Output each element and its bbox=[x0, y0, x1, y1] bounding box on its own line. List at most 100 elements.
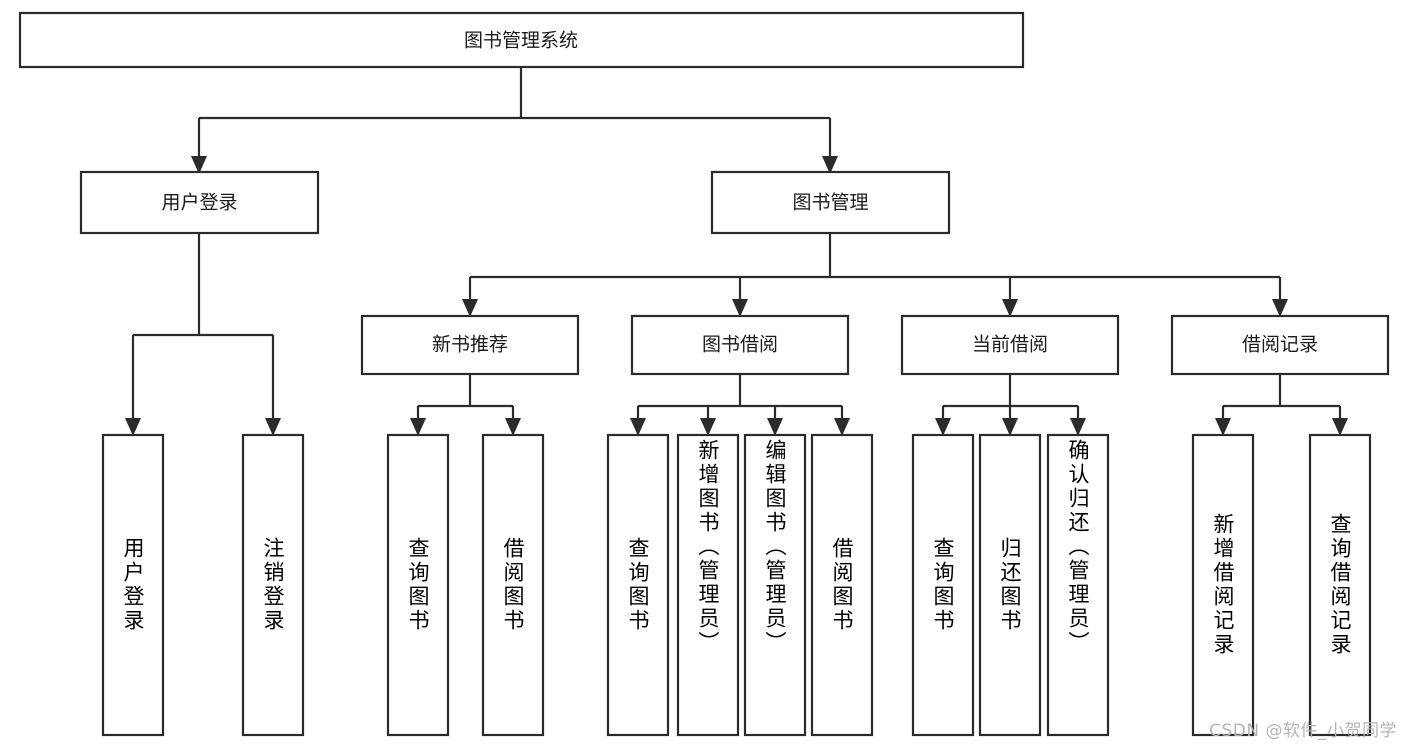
edge-bookmgmt-bus bbox=[468, 233, 1282, 303]
node-root-label: 图书管理系统 bbox=[464, 30, 578, 52]
arrow-current-to-leaf10 bbox=[1070, 418, 1086, 436]
leaf-add-book-label: 新增图书（管理员） bbox=[696, 439, 720, 655]
arrow-record-to-leaf11 bbox=[1215, 418, 1231, 436]
leaf-query-book-1-box[interactable] bbox=[386, 433, 450, 737]
node-book-borrow[interactable]: 图书借阅 bbox=[630, 314, 850, 376]
leaf-user-login-textwrap: 用户登录 bbox=[121, 537, 145, 633]
leaf-user-login-box[interactable] bbox=[101, 433, 165, 737]
leaf-borrow-book-2-box[interactable] bbox=[810, 433, 874, 737]
leaf-query-borrow-record-box[interactable] bbox=[1308, 433, 1372, 737]
leaf-query-book-2-box[interactable] bbox=[606, 433, 670, 737]
arrow-bookmgmt-to-record bbox=[1272, 299, 1288, 317]
leaf-query-borrow-record-textwrap: 查询借阅记录 bbox=[1328, 513, 1352, 657]
edge-userlogin-bus bbox=[131, 233, 275, 422]
node-book-management-box[interactable] bbox=[710, 170, 951, 235]
arrow-newbook-to-leaf3 bbox=[505, 418, 521, 436]
node-borrow-record-box[interactable] bbox=[1170, 314, 1390, 376]
arrow-borrow-to-leaf4 bbox=[630, 418, 646, 436]
leaf-query-book-3-label: 查询图书 bbox=[931, 537, 955, 633]
node-user-login[interactable]: 用户登录 bbox=[79, 170, 320, 235]
arrow-bookmgmt-to-newbook bbox=[462, 299, 478, 317]
leaf-node[interactable]: 新增图书（管理员） bbox=[676, 433, 740, 737]
arrow-root-to-user-login bbox=[191, 156, 207, 174]
arrow-current-to-leaf9 bbox=[1002, 418, 1018, 436]
leaf-add-book-textwrap: 新增图书（管理员） bbox=[696, 439, 720, 655]
leaf-node[interactable]: 用户登录 bbox=[101, 433, 165, 737]
arrow-borrow-to-leaf5 bbox=[700, 418, 716, 436]
node-new-book-recommend[interactable]: 新书推荐 bbox=[360, 314, 580, 376]
leaf-add-borrow-record-textwrap: 新增借阅记录 bbox=[1211, 513, 1235, 657]
leaf-node[interactable]: 查询图书 bbox=[386, 433, 450, 737]
edge-borrow-bus bbox=[636, 374, 844, 422]
leaf-query-book-3-textwrap: 查询图书 bbox=[931, 537, 955, 633]
node-user-login-label: 用户登录 bbox=[161, 192, 237, 214]
leaf-logout-box[interactable] bbox=[241, 433, 305, 737]
arrow-borrow-to-leaf6 bbox=[767, 418, 783, 436]
arrow-userlogin-to-leaf1 bbox=[265, 418, 281, 436]
node-current-borrow[interactable]: 当前借阅 bbox=[900, 314, 1120, 376]
arrow-borrow-to-leaf7 bbox=[834, 418, 850, 436]
leaf-confirm-return-label: 确认归还（管理员） bbox=[1066, 439, 1090, 655]
node-borrow-record[interactable]: 借阅记录 bbox=[1170, 314, 1390, 376]
leaf-query-book-2-textwrap: 查询图书 bbox=[626, 537, 650, 633]
leaf-node[interactable]: 查询图书 bbox=[911, 433, 975, 737]
leaf-add-book-box[interactable] bbox=[676, 433, 740, 737]
leaf-query-book-1-textwrap: 查询图书 bbox=[406, 537, 430, 633]
leaf-node[interactable]: 借阅图书 bbox=[810, 433, 874, 737]
arrow-root-to-book-mgmt bbox=[822, 156, 838, 174]
leaf-node[interactable]: 查询图书 bbox=[606, 433, 670, 737]
arrow-newbook-to-leaf2 bbox=[410, 418, 426, 436]
leaf-edit-book-textwrap: 编辑图书（管理员） bbox=[763, 439, 787, 655]
node-current-borrow-label: 当前借阅 bbox=[972, 334, 1048, 356]
leaf-user-login-label: 用户登录 bbox=[121, 537, 145, 633]
node-current-borrow-box[interactable] bbox=[900, 314, 1120, 376]
edge-current-bus bbox=[941, 374, 1080, 422]
edge-newbook-bus bbox=[416, 374, 515, 422]
leaf-confirm-return-textwrap: 确认归还（管理员） bbox=[1066, 439, 1090, 655]
arrow-bookmgmt-to-borrow bbox=[732, 299, 748, 317]
leaf-return-book-box[interactable] bbox=[978, 433, 1042, 737]
leaf-edit-book-box[interactable] bbox=[743, 433, 807, 737]
leaf-borrow-book-2-label: 借阅图书 bbox=[830, 537, 854, 633]
arrow-record-to-leaf12 bbox=[1332, 418, 1348, 436]
leaf-return-book-textwrap: 归还图书 bbox=[998, 537, 1022, 633]
edge-root-bus bbox=[197, 67, 832, 160]
connector-layer bbox=[125, 67, 1348, 436]
leaf-borrow-book-2-textwrap: 借阅图书 bbox=[830, 537, 854, 633]
leaf-borrow-book-1-box[interactable] bbox=[481, 433, 545, 737]
node-new-book-recommend-box[interactable] bbox=[360, 314, 580, 376]
leaf-node[interactable]: 查询借阅记录 bbox=[1308, 433, 1372, 737]
leaf-node[interactable]: 确认归还（管理员） bbox=[1046, 433, 1110, 737]
leaf-node[interactable]: 注销登录 bbox=[241, 433, 305, 737]
leaf-query-borrow-record-label: 查询借阅记录 bbox=[1328, 513, 1352, 657]
leaf-logout-textwrap: 注销登录 bbox=[261, 537, 285, 633]
node-root[interactable]: 图书管理系统 bbox=[18, 11, 1025, 69]
leaf-logout-label: 注销登录 bbox=[261, 537, 285, 633]
edge-record-bus bbox=[1221, 374, 1342, 422]
arrow-userlogin-to-leaf0 bbox=[125, 418, 141, 436]
leaf-return-book-label: 归还图书 bbox=[998, 537, 1022, 633]
leaf-node[interactable]: 借阅图书 bbox=[481, 433, 545, 737]
node-borrow-record-label: 借阅记录 bbox=[1242, 334, 1318, 356]
leaf-query-book-2-label: 查询图书 bbox=[626, 537, 650, 633]
leaf-query-book-1-label: 查询图书 bbox=[406, 537, 430, 633]
leaf-confirm-return-box[interactable] bbox=[1046, 433, 1110, 737]
node-book-management-label: 图书管理 bbox=[792, 192, 868, 214]
node-book-borrow-box[interactable] bbox=[630, 314, 850, 376]
node-root-box[interactable] bbox=[18, 11, 1025, 69]
leaf-borrow-book-1-textwrap: 借阅图书 bbox=[501, 537, 525, 633]
leaf-node[interactable]: 归还图书 bbox=[978, 433, 1042, 737]
leaf-add-borrow-record-label: 新增借阅记录 bbox=[1211, 513, 1235, 657]
leaf-borrow-book-1-label: 借阅图书 bbox=[501, 537, 525, 633]
node-user-login-box[interactable] bbox=[79, 170, 320, 235]
node-book-borrow-label: 图书借阅 bbox=[702, 334, 778, 356]
leaf-edit-book-label: 编辑图书（管理员） bbox=[763, 439, 787, 655]
node-book-management[interactable]: 图书管理 bbox=[710, 170, 951, 235]
leaf-add-borrow-record-box[interactable] bbox=[1191, 433, 1255, 737]
leaf-query-book-3-box[interactable] bbox=[911, 433, 975, 737]
arrow-current-to-leaf8 bbox=[935, 418, 951, 436]
leaf-node[interactable]: 编辑图书（管理员） bbox=[743, 433, 807, 737]
leaf-node[interactable]: 新增借阅记录 bbox=[1191, 433, 1255, 737]
